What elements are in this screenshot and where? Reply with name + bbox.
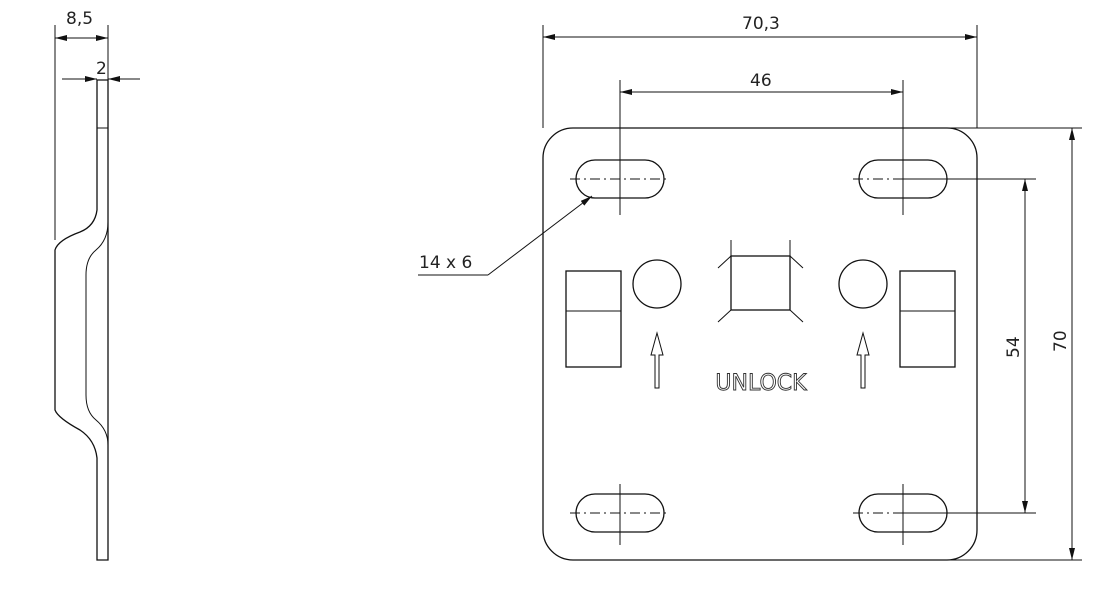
callout-leader — [487, 195, 593, 276]
dim-hole-spacing-x-label: 46 — [750, 71, 772, 91]
latch-window-left — [565, 270, 622, 368]
slot-top-left — [570, 150, 670, 210]
slot-callout-label: 14 x 6 — [419, 253, 472, 273]
slot-top-right — [853, 159, 953, 199]
side-view: 8,5 2 — [54, 9, 140, 561]
hole-right — [838, 259, 888, 309]
profile-inner-bend — [85, 221, 109, 446]
slot-bottom-left — [570, 484, 670, 545]
unlock-engraving: UNLOCK — [715, 371, 807, 396]
dim-hole-spacing-y-label: 54 — [1004, 336, 1024, 358]
arrow-up-icon — [650, 331, 664, 389]
front-view: 70,3 46 70 54 14 x 6 UNLOCK — [418, 14, 1082, 561]
dim-overall-thickness-label: 8,5 — [66, 9, 93, 29]
arrow-up-icon — [856, 331, 870, 389]
dim-sheet-thickness-label: 2 — [96, 59, 107, 79]
plate-outline — [542, 127, 978, 561]
latch-window-right — [899, 270, 956, 368]
hole-left — [632, 259, 682, 309]
side-profile — [54, 79, 109, 561]
cutout-corner-marks — [717, 240, 804, 323]
center-square-cutout — [730, 255, 791, 311]
slot-bottom-right — [853, 484, 953, 545]
dim-width-label: 70,3 — [742, 14, 780, 34]
dim-height-label: 70 — [1051, 330, 1071, 352]
